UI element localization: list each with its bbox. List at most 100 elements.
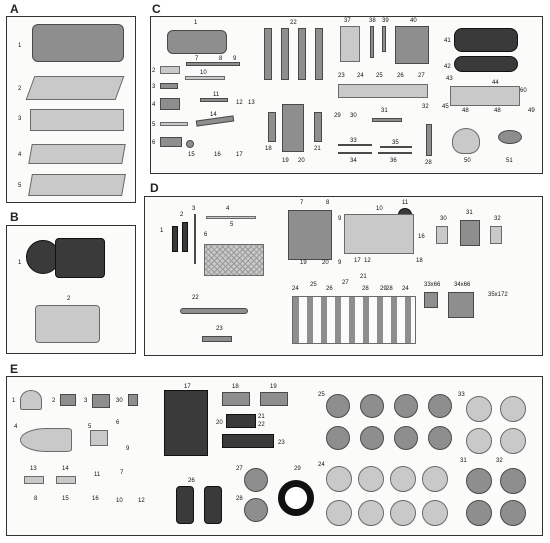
c-num-8: 8 [219,56,223,62]
c-num-48a: 48 [462,108,469,114]
c-part-31 [372,118,402,122]
d-part-31 [460,220,480,246]
c-num-29: 29 [334,113,341,119]
e-num-10: 10 [116,498,123,504]
d-num-3: 3 [192,206,196,212]
c-num-23: 23 [338,73,345,79]
a-part-5 [28,174,126,196]
c-part-50-seat [452,128,480,154]
e-wheel-24-4 [422,466,448,492]
a-part-3 [30,109,124,131]
c-part-22-pillar-2 [281,28,289,80]
e-wheel-24-3 [390,466,416,492]
d-num-29: 29 [380,286,387,292]
e-wheel-24-7 [390,500,416,526]
a-part-4 [28,144,126,164]
e-num-14: 14 [62,466,69,472]
c-part-22-pillar-1 [264,28,272,80]
c-num-13: 13 [248,100,255,106]
c-num-9: 9 [233,56,237,62]
e-sprocket-31-1 [466,468,492,494]
e-part-20-22-strips [226,414,256,428]
d-part-1 [172,226,178,252]
c-num-34: 34 [350,158,357,164]
d-num-8: 8 [326,200,330,206]
e-num-30: 30 [116,398,123,404]
a-part-1-hull [32,24,124,62]
c-num-27: 27 [418,73,425,79]
d-num-9b: 9 [338,260,342,266]
e-num-24: 24 [318,462,325,468]
e-part-26b [204,486,222,524]
e-part-4 [20,428,72,452]
e-num-31: 31 [460,458,467,464]
c-num-28: 28 [425,160,432,166]
d-num-6: 6 [204,232,208,238]
d-num-28b: 28 [386,286,393,292]
d-num-5: 5 [230,222,234,228]
c-part-11 [200,98,228,102]
e-num-25: 25 [318,392,325,398]
b-num-2: 2 [67,296,71,302]
d-num-17: 17 [354,258,361,264]
d-num-16: 16 [418,234,425,240]
d-num-11: 11 [402,200,409,206]
c-num-1: 1 [194,20,198,26]
c-num-3: 3 [152,84,156,90]
e-wheel-24-1 [326,466,352,492]
a-num-1: 1 [18,43,22,49]
d-num-18: 18 [416,258,423,264]
d-part-6-mesh [204,244,264,276]
d-part-22-bars [180,308,248,314]
e-sprocket-31-2 [466,500,492,526]
d-num-30: 30 [440,216,447,222]
e-num-9: 9 [126,446,130,452]
c-num-43: 43 [446,76,453,82]
d-num-4: 4 [226,206,230,212]
e-part-29-tyre [278,480,314,516]
e-part-2 [60,394,76,406]
d-num-19: 19 [300,260,307,266]
c-num-24: 24 [357,73,364,79]
e-part-30 [128,394,138,406]
e-num-2: 2 [52,398,56,404]
c-num-25: 25 [376,73,383,79]
e-wheel-25-6 [360,426,384,450]
e-wheel-25-2 [360,394,384,418]
c-num-30: 30 [350,113,357,119]
e-num-13: 13 [30,466,37,472]
c-part-37-window [340,26,360,62]
c-num-48b: 48 [494,108,501,114]
e-num-5: 5 [88,424,92,430]
c-num-22: 22 [290,20,297,26]
e-part-14 [56,476,76,484]
c-num-45: 45 [442,104,449,110]
e-num-32: 32 [496,458,503,464]
e-part-1 [20,390,42,410]
e-num-16: 16 [92,496,99,502]
c-num-6: 6 [152,140,156,146]
e-part-26a [176,486,194,524]
c-num-33: 33 [350,138,357,144]
c-part-38 [370,26,374,58]
d-part-2 [182,222,188,252]
c-num-32: 32 [422,104,429,110]
b-part-1-engine-block [55,238,105,278]
c-num-12: 12 [236,100,243,106]
e-num-29: 29 [294,466,301,472]
c-part-1 [167,30,227,54]
c-num-4: 4 [152,102,156,108]
c-num-21: 21 [314,146,321,152]
e-num-22: 22 [258,422,265,428]
e-wheel-24-8 [422,500,448,526]
c-part-41-track [454,28,518,52]
c-num-16: 16 [214,152,221,158]
e-part-23 [222,434,274,448]
c-num-38: 38 [369,18,376,24]
c-part-23-27-hooks [338,84,428,98]
c-part-6 [160,137,182,147]
c-part-43-49-levers [450,86,520,106]
e-wheel-25-8 [428,426,452,450]
a-num-2: 2 [18,86,22,92]
c-num-40: 40 [410,18,417,24]
